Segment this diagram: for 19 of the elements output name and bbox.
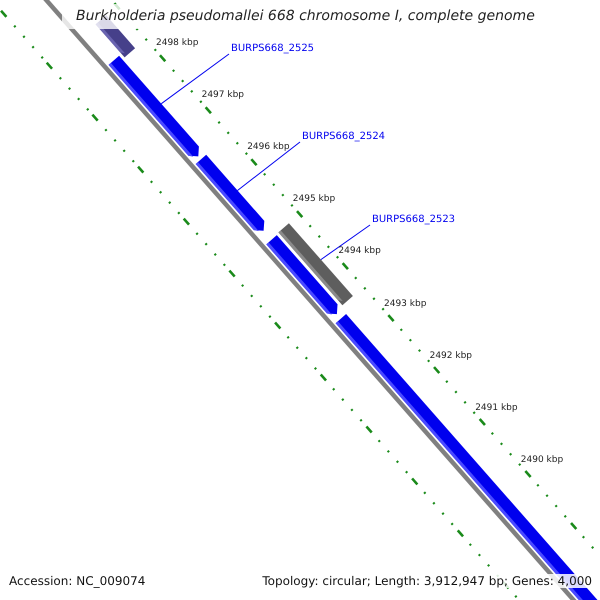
tick-label: 2495 kbp <box>292 194 336 204</box>
gene-feature <box>196 154 264 232</box>
accession-text: Accession: NC_009074 <box>9 574 146 588</box>
genome-summary-text: Topology: circular; Length: 3,912,947 bp; Genes: 4,000 <box>262 574 592 588</box>
gene-label: BURPS668_2523 <box>372 214 456 225</box>
tick-label: 2494 kbp <box>338 246 381 256</box>
tick-label: 2498 kbp <box>156 38 198 48</box>
gene-feature <box>266 235 338 314</box>
leader-line <box>160 54 230 104</box>
tick-label: 2492 kbp <box>430 350 472 361</box>
tick-label: 2491 kbp <box>475 402 518 413</box>
gene-label: BURPS668_2525 <box>231 43 314 54</box>
tick-label: 2490 kbp <box>520 454 564 465</box>
gene-feature <box>108 56 199 157</box>
gene-label: BURPS668_2524 <box>302 131 386 142</box>
leader-line <box>320 224 370 260</box>
leader-line <box>237 142 300 191</box>
tick-label: 2497 kbp <box>202 90 244 100</box>
tick-label: 2496 kbp <box>247 142 290 152</box>
